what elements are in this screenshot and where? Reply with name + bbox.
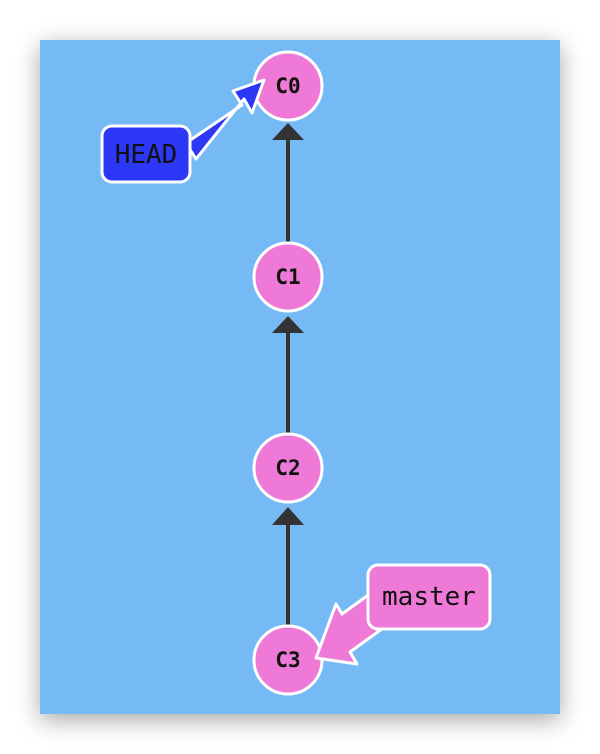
head-ref-arrow	[184, 78, 266, 161]
commit-c2[interactable]: C2	[252, 432, 324, 504]
commit-c0[interactable]: C0	[252, 50, 324, 122]
master-ref-box	[366, 563, 492, 631]
head-ref-box	[100, 124, 192, 184]
commit-c3[interactable]: C3	[252, 624, 324, 696]
ref-master[interactable]: master	[314, 563, 492, 666]
commit-c1-label: C1	[275, 265, 300, 289]
commit-c2-label: C2	[275, 456, 300, 480]
master-ref-label: master	[382, 582, 476, 612]
ref-head[interactable]: HEAD	[100, 78, 266, 184]
commit-c3-label: C3	[275, 648, 300, 672]
commit-c1[interactable]: C1	[252, 241, 324, 313]
head-ref-label: HEAD	[115, 140, 178, 170]
edge-c1-to-c0	[272, 123, 304, 242]
commit-c0-label: C0	[275, 74, 300, 98]
edge-c2-to-c1	[272, 316, 304, 433]
edge-c3-to-c2	[272, 507, 304, 625]
